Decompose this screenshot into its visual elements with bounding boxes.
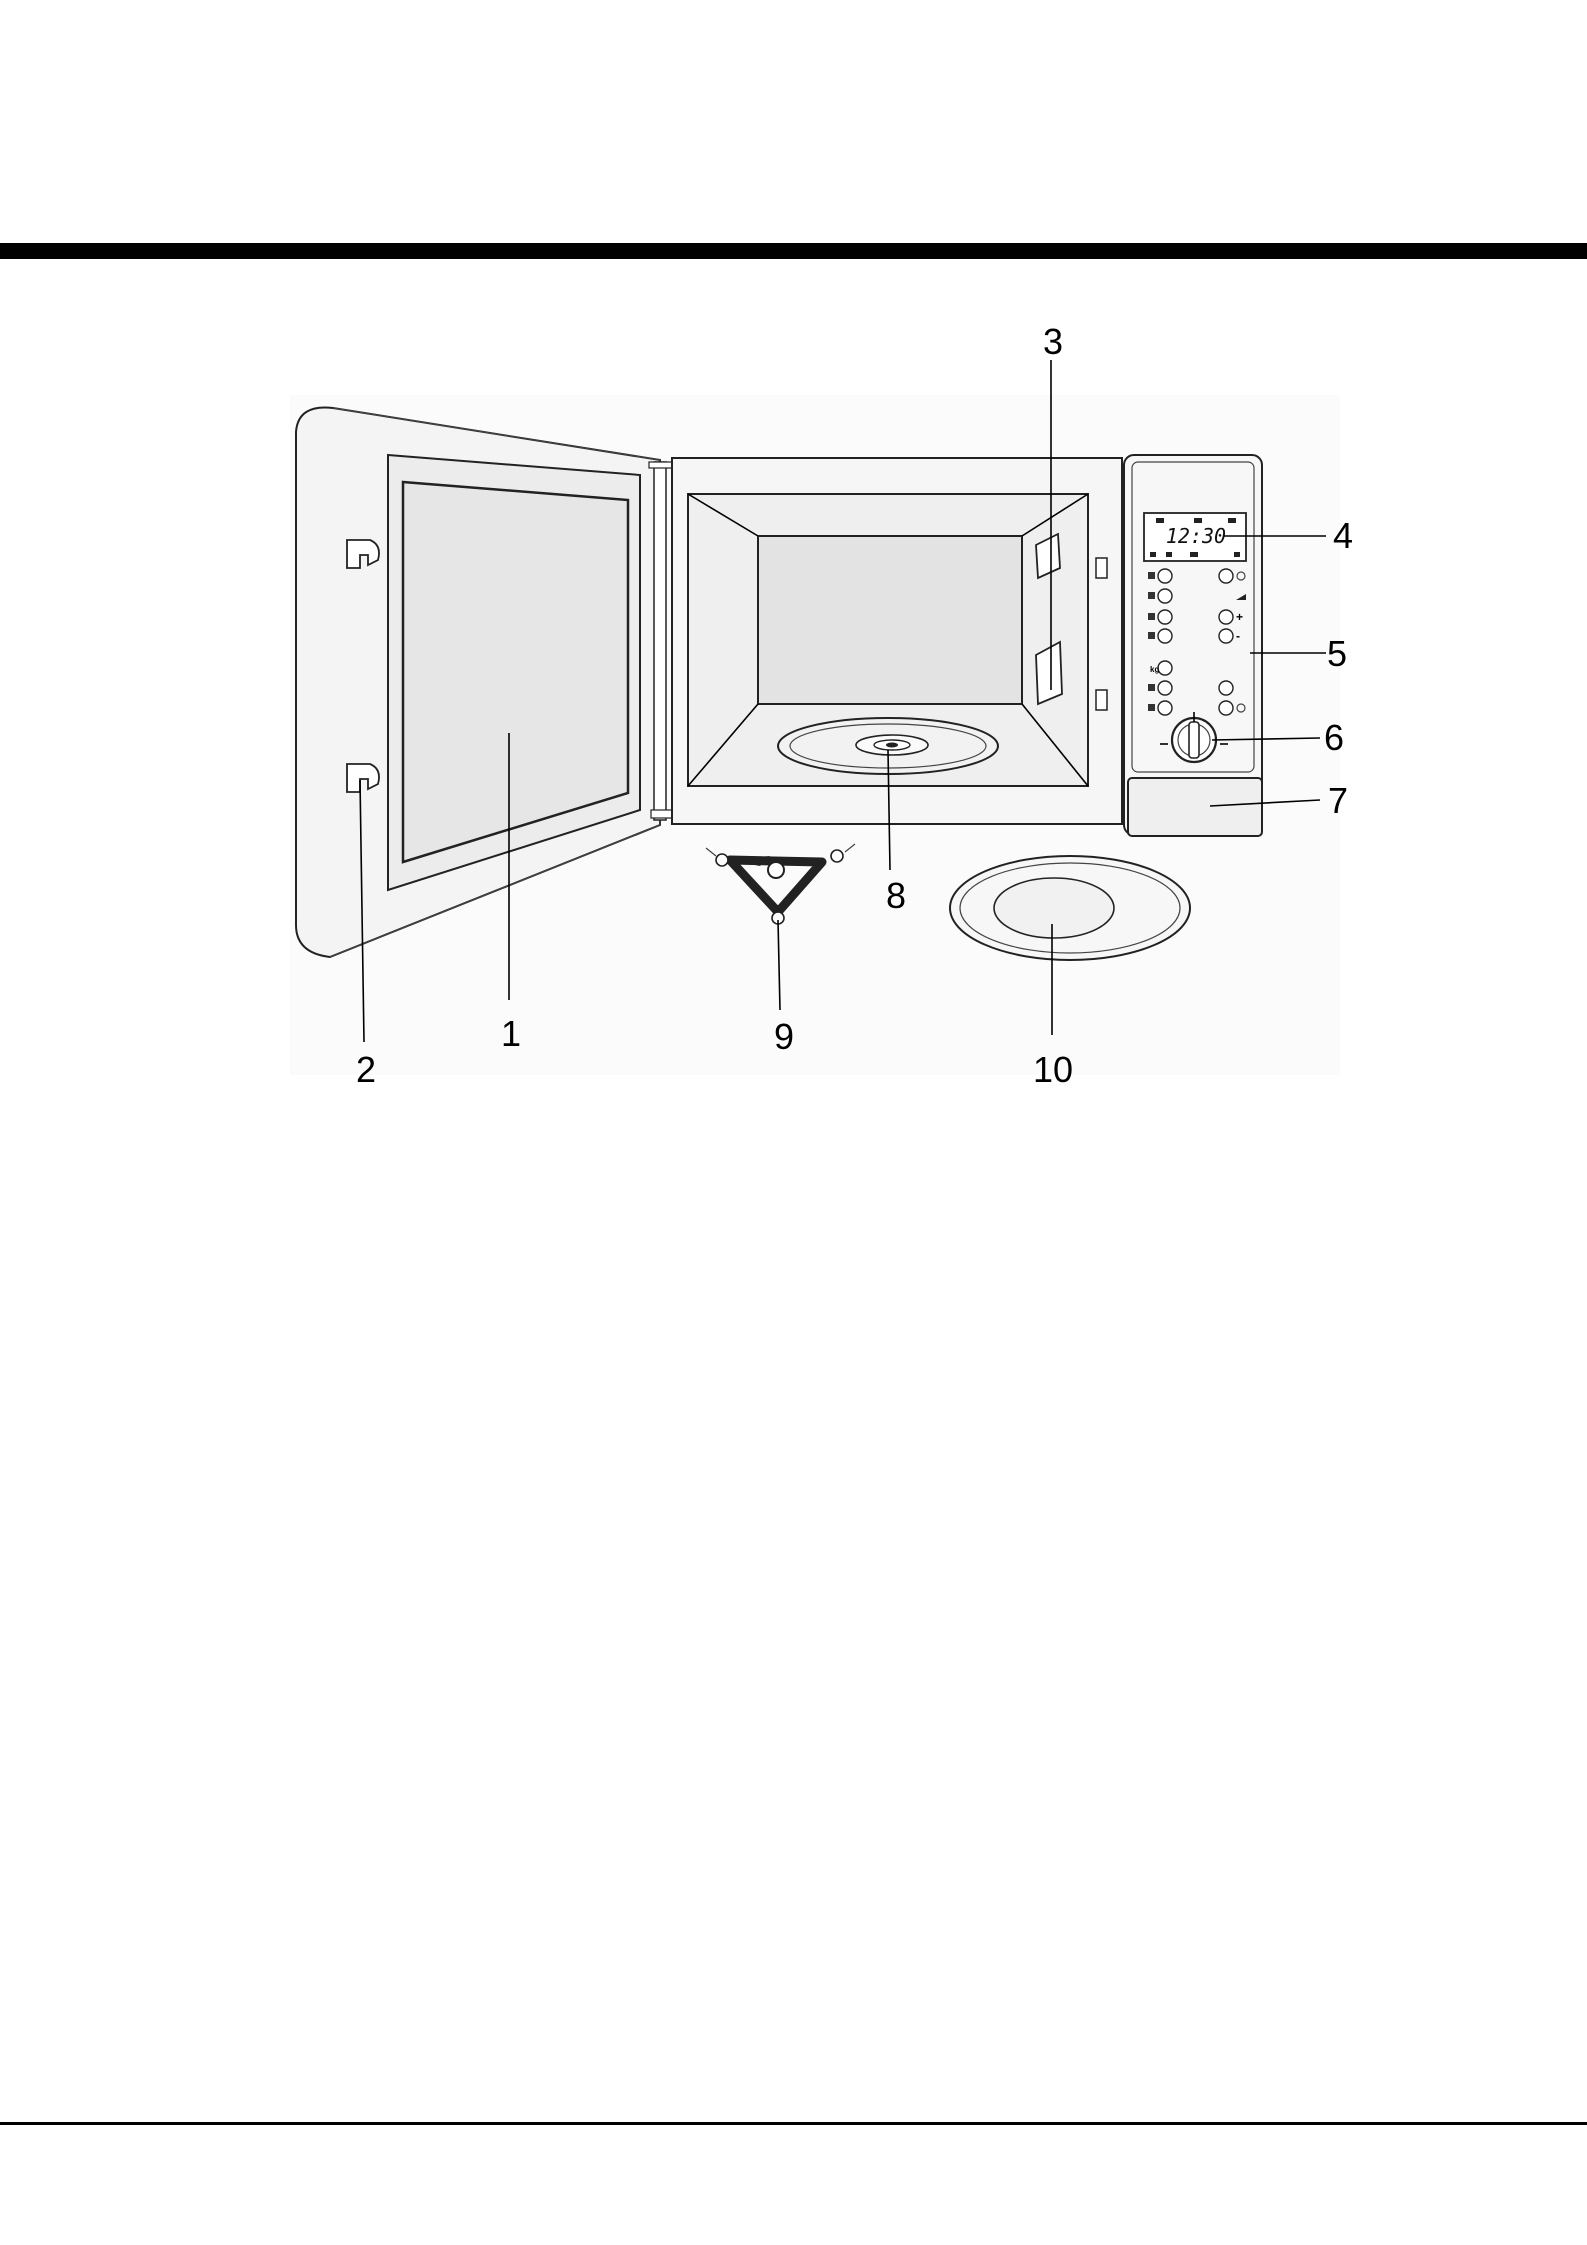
- panel-button[interactable]: [1158, 569, 1172, 583]
- callout-6: 6: [1324, 717, 1344, 758]
- callout-8: 8: [886, 875, 906, 916]
- callout-1: 1: [501, 1013, 521, 1054]
- oven-body: [672, 458, 1122, 824]
- panel-plus-mark: +: [1236, 610, 1243, 624]
- callout-2: 2: [356, 1049, 376, 1090]
- glass-tray: [950, 856, 1190, 960]
- bottom-rule: [0, 2122, 1587, 2125]
- callout-5: 5: [1327, 633, 1347, 674]
- door-release-button[interactable]: [1128, 778, 1262, 836]
- panel-button[interactable]: [1219, 681, 1233, 695]
- panel-button[interactable]: [1158, 681, 1172, 695]
- panel-kg-label: kg: [1150, 665, 1159, 674]
- panel-button[interactable]: [1158, 661, 1172, 675]
- callout-3: 3: [1043, 321, 1063, 362]
- microwave-diagram: 12:30 kg: [0, 0, 1587, 1100]
- panel-button[interactable]: [1219, 701, 1233, 715]
- panel-button[interactable]: [1219, 629, 1233, 643]
- control-panel: 12:30 kg: [1124, 455, 1262, 836]
- latch-slot-upper: [1096, 558, 1107, 578]
- panel-minus-mark: -: [1236, 629, 1240, 643]
- panel-button[interactable]: [1158, 701, 1172, 715]
- door-edge: [654, 462, 666, 820]
- panel-button[interactable]: [1158, 629, 1172, 643]
- callout-9: 9: [774, 1016, 794, 1057]
- callout-4: 4: [1333, 515, 1353, 556]
- callout-7: 7: [1328, 780, 1348, 821]
- latch-slot-lower: [1096, 690, 1107, 710]
- cavity-back-wall: [758, 536, 1022, 704]
- panel-button[interactable]: [1219, 569, 1233, 583]
- panel-button[interactable]: [1158, 589, 1172, 603]
- display-time: 12:30: [1166, 524, 1226, 548]
- panel-button[interactable]: [1219, 610, 1233, 624]
- callout-10: 10: [1033, 1049, 1073, 1090]
- panel-button[interactable]: [1158, 610, 1172, 624]
